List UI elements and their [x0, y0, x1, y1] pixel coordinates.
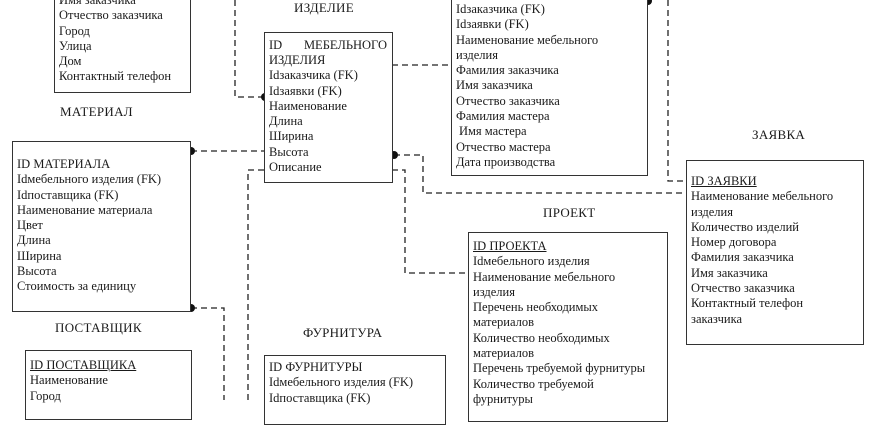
field: материалов — [473, 346, 535, 361]
field: Длина — [17, 233, 51, 248]
field: Количество изделий — [691, 219, 800, 234]
field: Наименование — [269, 98, 347, 113]
field: Наименование мебельного — [456, 32, 599, 47]
entity-customer: Имя заказчика Отчество заказчика Город У… — [54, 0, 191, 93]
field: Отчество мастера — [456, 139, 551, 154]
field: Idзаявки (FK) — [269, 83, 342, 98]
field: изделия — [456, 47, 498, 62]
entity-material: ID МАТЕРИАЛА Idмебельного изделия (FK) I… — [12, 141, 191, 312]
field: Дом — [59, 54, 82, 69]
entity-product: ID МЕБЕЛЬНОГО ИЗДЕЛИЯ Idзаказчика (FK) I… — [264, 32, 393, 183]
field: Отчество заказчика — [59, 8, 163, 23]
field: Имя заказчика — [691, 265, 768, 280]
field: Idмебельного изделия (FK) — [17, 172, 162, 187]
field: Количество необходимых — [473, 330, 610, 345]
field: Наименование материала — [17, 202, 153, 217]
rel-product-request — [394, 154, 686, 194]
entity-order: Idзаказчика (FK) Idзаявки (FK) Наименова… — [451, 0, 648, 176]
field: Контактный телефон — [691, 296, 804, 311]
field: Перечень необходимых — [473, 300, 599, 315]
field: заказчика — [691, 311, 743, 326]
field: Имя заказчика — [59, 0, 136, 7]
field: Фамилия заказчика — [691, 250, 794, 265]
field: Контактный телефон — [59, 69, 172, 84]
field: Высота — [269, 144, 309, 159]
field: Idзаказчика (FK) — [456, 2, 545, 16]
field: Наименование мебельного — [691, 189, 834, 204]
entity-title-fittings: ФУРНИТУРА — [303, 325, 383, 340]
field: Высота — [17, 264, 57, 279]
field-pk-cont: ИЗДЕЛИЯ — [269, 53, 326, 67]
field-pk: ID ПОСТАВЩИКА — [30, 358, 137, 372]
field: Ширина — [17, 248, 62, 263]
field: Количество требуемой — [473, 376, 594, 391]
field-pk: ID МЕБЕЛЬНОГО — [269, 38, 387, 52]
entity-title-project: ПРОЕКТ — [543, 205, 596, 220]
rel-material-supplier — [191, 307, 225, 400]
field: Имя заказчика — [456, 78, 533, 93]
field: Наименование — [30, 373, 108, 388]
field-pk: ID МАТЕРИАЛА — [17, 157, 111, 171]
field: Idзаявки (FK) — [456, 17, 529, 32]
field: Фамилия заказчика — [456, 63, 559, 78]
field: изделия — [473, 284, 515, 299]
rel-customer-product — [234, 0, 264, 98]
field: Город — [59, 23, 90, 38]
field-pk: ID ФУРНИТУРЫ — [269, 360, 363, 374]
field: Перечень требуемой фурнитуры — [473, 361, 646, 376]
field: Описание — [269, 160, 322, 175]
field: Idзаказчика (FK) — [269, 68, 358, 83]
entity-title-material: МАТЕРИАЛ — [60, 104, 133, 119]
field: Наименование мебельного — [473, 269, 616, 284]
entity-request: ID ЗАЯВКИ Наименование мебельного издели… — [686, 160, 864, 345]
field: Idмебельного изделия — [473, 254, 590, 269]
entity-title-request: ЗАЯВКА — [752, 127, 806, 142]
field: Город — [30, 388, 61, 403]
entity-project: ID ПРОЕКТА Idмебельного изделия Наименов… — [468, 232, 668, 422]
field-pk: ID ЗАЯВКИ — [691, 174, 757, 188]
field: Idпоставщика (FK) — [17, 187, 119, 202]
entity-supplier: ID ПОСТАВЩИКА Наименование Город — [25, 350, 192, 420]
rel-order-request — [667, 0, 686, 182]
field: Улица — [59, 38, 92, 53]
field: материалов — [473, 315, 535, 330]
field: Idпоставщика (FK) — [269, 390, 371, 405]
field-pk: ID ПРОЕКТА — [473, 239, 547, 253]
field: Имя мастера — [459, 124, 527, 139]
field: Ширина — [269, 129, 314, 144]
field: Номер договора — [691, 235, 777, 250]
field: Отчество заказчика — [456, 93, 560, 108]
field: Idмебельного изделия (FK) — [269, 375, 414, 390]
entity-fittings: ID ФУРНИТУРЫ Idмебельного изделия (FK) I… — [264, 355, 446, 425]
field: Дата производства — [456, 154, 556, 169]
field: Цвет — [17, 218, 43, 233]
field: Стоимость за единицу — [17, 279, 137, 294]
field: Длина — [269, 114, 303, 129]
entity-title-product: ИЗДЕЛИЕ — [294, 0, 354, 15]
field: изделия — [691, 204, 733, 219]
rel-product-fittings — [247, 169, 264, 400]
field: Фамилия мастера — [456, 109, 550, 124]
rel-product-project — [392, 169, 468, 274]
entity-title-supplier: ПОСТАВЩИК — [55, 320, 142, 335]
field: Отчество заказчика — [691, 281, 795, 296]
